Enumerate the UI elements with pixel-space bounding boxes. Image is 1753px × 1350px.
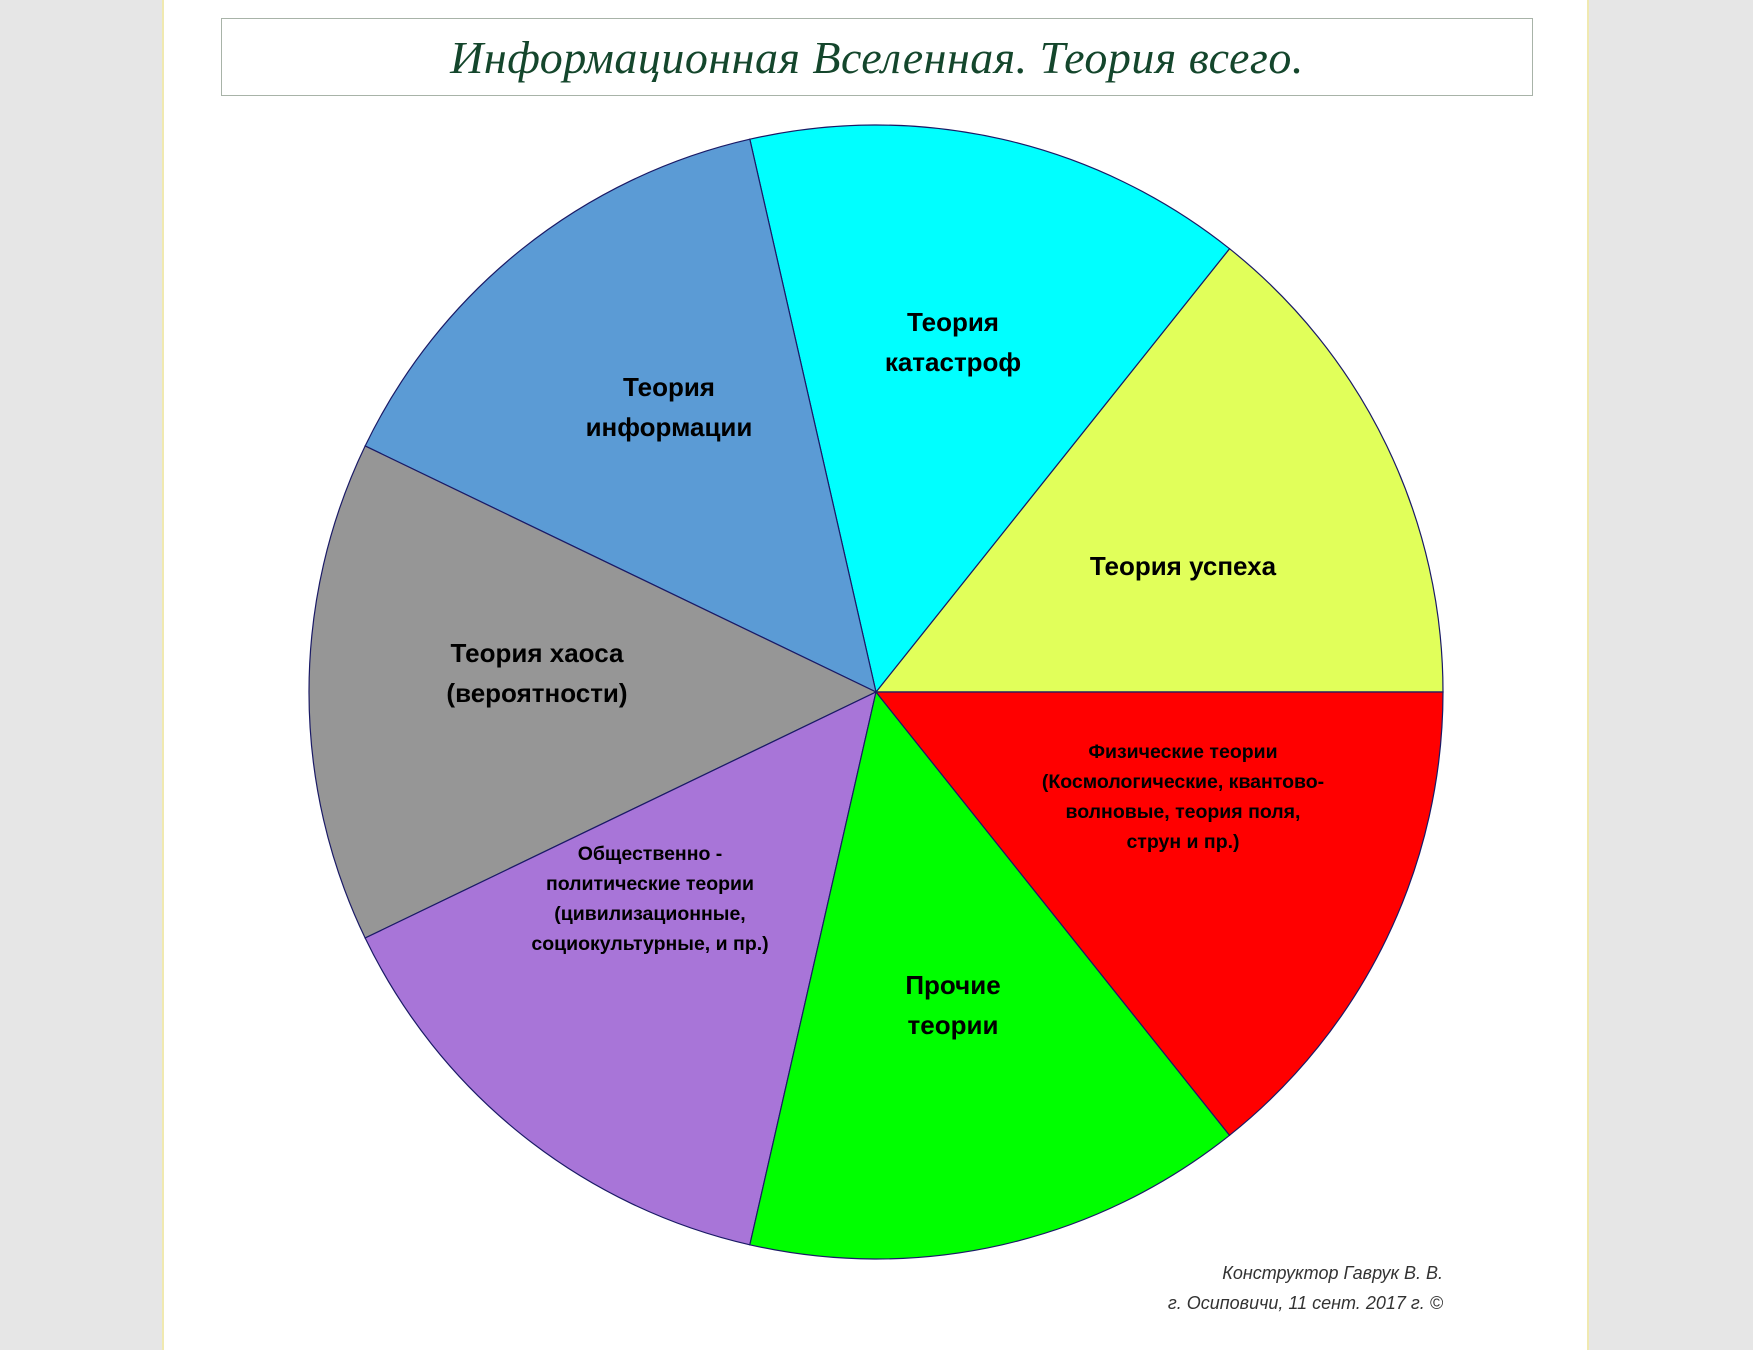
segment-label-line: Прочие bbox=[905, 970, 1000, 1000]
segment-label-line: политические теории bbox=[546, 873, 754, 895]
segment-catastrophe bbox=[874, 691, 1444, 1137]
segment-social bbox=[308, 445, 878, 939]
segment-label-line: Общественно - bbox=[578, 843, 723, 865]
segment-label-physics: Физические теории (Космологические, квант… bbox=[1042, 741, 1324, 853]
segment-label-line: (вероятности) bbox=[446, 678, 627, 708]
segment-label-line: Теория успеха bbox=[1090, 551, 1277, 581]
segment-label-line: Теория bbox=[623, 372, 715, 402]
segment-label-line: волновые, теория поля, bbox=[1066, 801, 1301, 823]
diagram-title: Информационная Вселенная. Теория всего. bbox=[450, 31, 1304, 83]
segment-physics bbox=[749, 124, 1231, 694]
segment-label-line: Теория bbox=[907, 307, 999, 337]
segment-label-line: Физические теории bbox=[1088, 741, 1277, 763]
segment-label-line: информации bbox=[586, 412, 753, 442]
segment-success bbox=[874, 247, 1444, 693]
segment-label-chaos: Теория хаоса (вероятности) bbox=[446, 638, 627, 708]
author-line: Конструктор Гаврук В. В. bbox=[1222, 1263, 1443, 1283]
segment-label-line: (Космологические, квантово- bbox=[1042, 771, 1324, 793]
segment-label-information: Теория информации bbox=[586, 372, 753, 442]
segment-label-line: струн и пр.) bbox=[1126, 831, 1239, 853]
author-credit: Конструктор Гаврук В. В. г. Осиповичи, 1… bbox=[1168, 1258, 1443, 1318]
place-date-line: г. Осиповичи, 11 сент. 2017 г. © bbox=[1167, 1293, 1443, 1313]
segment-information bbox=[749, 690, 1231, 1260]
title-box: Информационная Вселенная. Теория всего. bbox=[221, 18, 1533, 96]
segment-label-social: Общественно - политические теории (цивилиз… bbox=[531, 843, 768, 955]
segment-label-line: теории bbox=[908, 1010, 999, 1040]
segment-label-line: катастроф bbox=[885, 347, 1021, 377]
segment-label-line: (цивилизационные, bbox=[554, 903, 745, 925]
segment-label-line: социокультурные, и пр.) bbox=[531, 933, 768, 955]
segment-chaos bbox=[364, 690, 877, 1246]
segment-label-other: Прочие теории bbox=[905, 970, 1000, 1040]
segment-label-success: Теория успеха bbox=[1090, 551, 1277, 581]
segment-label-line: Теория хаоса bbox=[451, 638, 624, 668]
segment-other bbox=[364, 138, 877, 694]
segment-label-catastrophe: Теория катастроф bbox=[885, 307, 1021, 377]
